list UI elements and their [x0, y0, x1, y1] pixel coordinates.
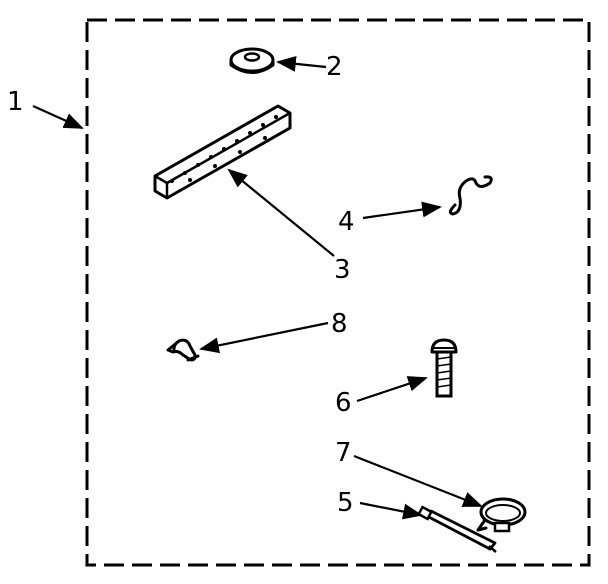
- callout-1: 1: [7, 87, 24, 117]
- callout-3: 3: [334, 255, 351, 285]
- leader-8: [199, 321, 329, 354]
- leader-7: [353, 454, 483, 508]
- cable-tie-ring-part: [476, 497, 527, 533]
- wire-clip-part: [448, 175, 493, 216]
- leader-5: [359, 501, 423, 520]
- callout-7: 7: [335, 438, 352, 468]
- clamp-part: [166, 338, 200, 362]
- callout-8: 8: [331, 309, 348, 339]
- leader-3: [227, 168, 335, 257]
- leader-4: [362, 201, 442, 220]
- washer-part: [229, 47, 275, 74]
- screw-part: [430, 338, 458, 398]
- callout-5: 5: [337, 488, 354, 518]
- leader-1: [32, 104, 84, 130]
- callout-2: 2: [326, 52, 343, 82]
- bracket-strip-part: [153, 104, 292, 200]
- kit-frame: [85, 18, 591, 567]
- callout-4: 4: [338, 207, 355, 237]
- leader-6: [356, 376, 428, 403]
- callout-6: 6: [335, 388, 352, 418]
- leader-2: [276, 55, 327, 72]
